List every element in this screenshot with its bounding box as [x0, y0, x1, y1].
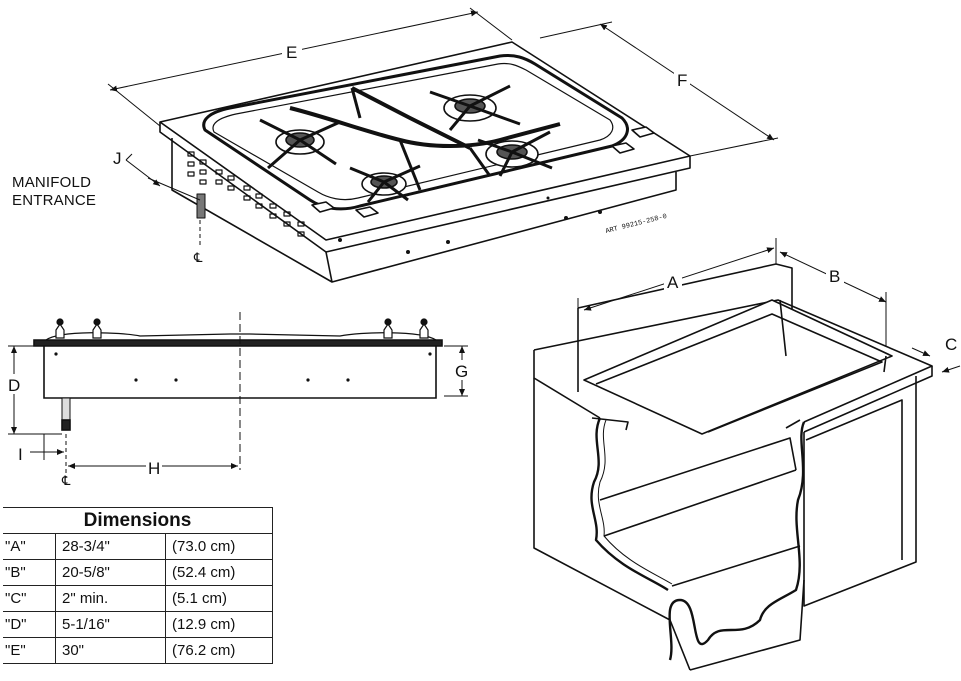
dim-metric: (52.4 cm) — [165, 559, 273, 586]
label-i: I — [18, 445, 23, 464]
label-b: B — [829, 267, 840, 286]
countertop-cutout-drawing — [533, 263, 933, 671]
dim-imperial: 5-1/16" — [55, 611, 166, 638]
cooktop-iso-drawing — [159, 41, 691, 283]
dim-imperial: 30" — [55, 637, 166, 664]
table-row: "D" 5-1/16" (12.9 cm) — [3, 611, 273, 638]
label-f: F — [677, 71, 687, 90]
centerline-symbol-iso: ℄ — [193, 251, 203, 266]
label-h: H — [148, 459, 160, 478]
dim-imperial: 2" min. — [55, 585, 166, 612]
manifold-entrance-label: MANIFOLD ENTRANCE — [12, 174, 96, 210]
dim-key: "E" — [3, 637, 56, 664]
label-e: E — [286, 43, 297, 62]
label-g: G — [455, 362, 468, 381]
label-d: D — [8, 376, 20, 395]
table-row: "A" 28-3/4" (73.0 cm) — [3, 533, 273, 560]
table-row: "B" 20-5/8" (52.4 cm) — [3, 559, 273, 586]
dim-metric: (73.0 cm) — [165, 533, 273, 560]
centerline-symbol-side: ℄ — [61, 474, 71, 489]
dim-key: "A" — [3, 533, 56, 560]
dim-metric: (12.9 cm) — [165, 611, 273, 638]
dimensions-table: Dimensions "A" 28-3/4" (73.0 cm) "B" 20-… — [3, 507, 273, 664]
table-row: "E" 30" (76.2 cm) — [3, 637, 273, 664]
dim-metric: (76.2 cm) — [165, 637, 273, 664]
dim-key: "C" — [3, 585, 56, 612]
dimension-j — [125, 153, 201, 201]
dim-imperial: 20-5/8" — [55, 559, 166, 586]
manifold-line-1: MANIFOLD — [12, 174, 92, 191]
label-j: J — [113, 149, 122, 168]
cooktop-side-view — [33, 312, 443, 478]
art-number: ART 99215-258-0 — [605, 213, 668, 236]
dimension-c — [911, 347, 961, 373]
dimension-i — [30, 434, 64, 460]
dim-imperial: 28-3/4" — [55, 533, 166, 560]
manifold-line-2: ENTRANCE — [12, 192, 97, 209]
table-title: Dimensions — [3, 507, 273, 534]
vent-slots — [187, 151, 305, 237]
table-header-row: Dimensions — [3, 507, 273, 534]
dim-key: "D" — [3, 611, 56, 638]
dim-key: "B" — [3, 559, 56, 586]
label-a: A — [667, 273, 679, 292]
dim-metric: (5.1 cm) — [165, 585, 273, 612]
label-c: C — [945, 335, 957, 354]
table-row: "C" 2" min. (5.1 cm) — [3, 585, 273, 612]
